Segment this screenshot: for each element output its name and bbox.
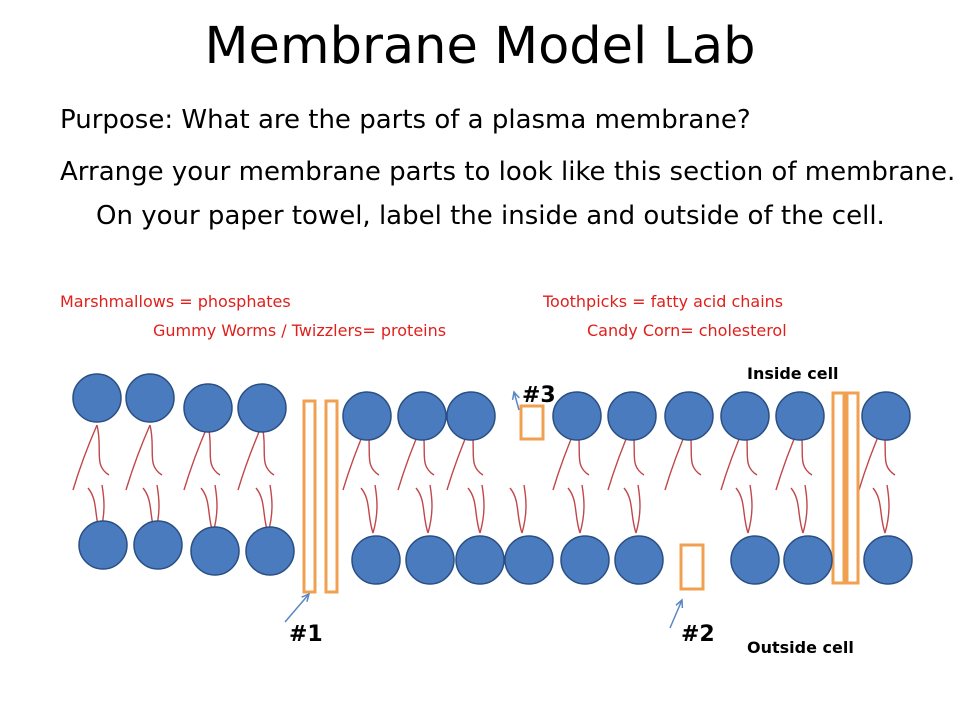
phosphate-head-lower [78,520,128,570]
phosphate-head-upper [552,391,602,441]
phosphate-head-upper [720,391,770,441]
protein-bar-3 [831,391,846,585]
protein-bar-4 [845,391,860,585]
phosphate-head-upper [183,383,233,433]
phosphate-head-lower [614,535,664,585]
lower-fatty-acid-tail [623,484,641,534]
phosphate-head-upper [125,373,175,423]
phosphate-head-lower [133,520,183,570]
lower-fatty-acid-tail [790,484,808,534]
phosphate-head-upper [664,391,714,441]
lower-fatty-acid-tail [415,484,433,534]
upper-fatty-acid-tail [183,424,221,491]
phosphate-head-upper [861,391,911,441]
upper-fatty-acid-tail [237,424,275,491]
key-toothpicks: Toothpicks = fatty acid chains [543,292,784,311]
phosphate-head-lower [863,535,913,585]
phosphate-head-upper [72,373,122,423]
phosphate-head-lower [190,526,240,576]
lower-fatty-acid-tail [872,484,890,534]
inside-cell-label: Inside cell [747,364,839,383]
phosphate-head-lower [783,535,833,585]
phosphate-head-lower [730,535,780,585]
lower-fatty-acid-tail [467,484,485,534]
phosphate-head-upper [446,391,496,441]
purpose-text: Purpose: What are the parts of a plasma … [60,105,751,135]
lower-fatty-acid-tail [735,484,753,534]
protein-bar-1 [302,399,317,594]
upper-fatty-acid-tail [125,424,163,491]
arrow-marker-3-head [511,390,520,401]
marker-1-label: #1 [289,622,323,647]
cholesterol-piece-top [519,404,545,441]
arrow-marker-2-head [675,598,684,609]
phosphate-head-lower [245,526,295,576]
phosphate-head-lower [504,535,554,585]
phosphate-head-lower [351,535,401,585]
outside-cell-label: Outside cell [747,638,854,657]
phosphate-head-lower [405,535,455,585]
cholesterol-piece-bottom [679,543,705,591]
arrow-marker-1-head [301,592,311,602]
slide-title: Membrane Model Lab [204,17,756,76]
protein-bar-2 [324,399,339,594]
phosphate-head-upper [607,391,657,441]
arrow-marker-3 [513,391,520,411]
arrow-marker-2 [669,599,683,629]
upper-fatty-acid-tail [72,424,110,491]
lower-fatty-acid-tail [509,484,527,534]
lower-fatty-acid-tail [255,484,273,534]
key-gummy-worms: Gummy Worms / Twizzlers= proteins [153,321,447,340]
marker-3-label: #3 [522,383,556,408]
arrow-marker-1 [284,593,310,623]
phosphate-head-upper [237,383,287,433]
marker-2-label: #2 [681,622,715,647]
lower-fatty-acid-tail [200,484,218,534]
lower-fatty-acid-tail [360,484,378,534]
key-candy-corn: Candy Corn= cholesterol [587,321,787,340]
key-marshmallows: Marshmallows = phosphates [60,292,291,311]
phosphate-head-upper [775,391,825,441]
phosphate-head-upper [397,391,447,441]
instructions-text: Arrange your membrane parts to look like… [60,157,956,231]
phosphate-head-lower [455,535,505,585]
lower-fatty-acid-tail [567,484,585,534]
phosphate-head-lower [560,535,610,585]
phosphate-head-upper [342,391,392,441]
